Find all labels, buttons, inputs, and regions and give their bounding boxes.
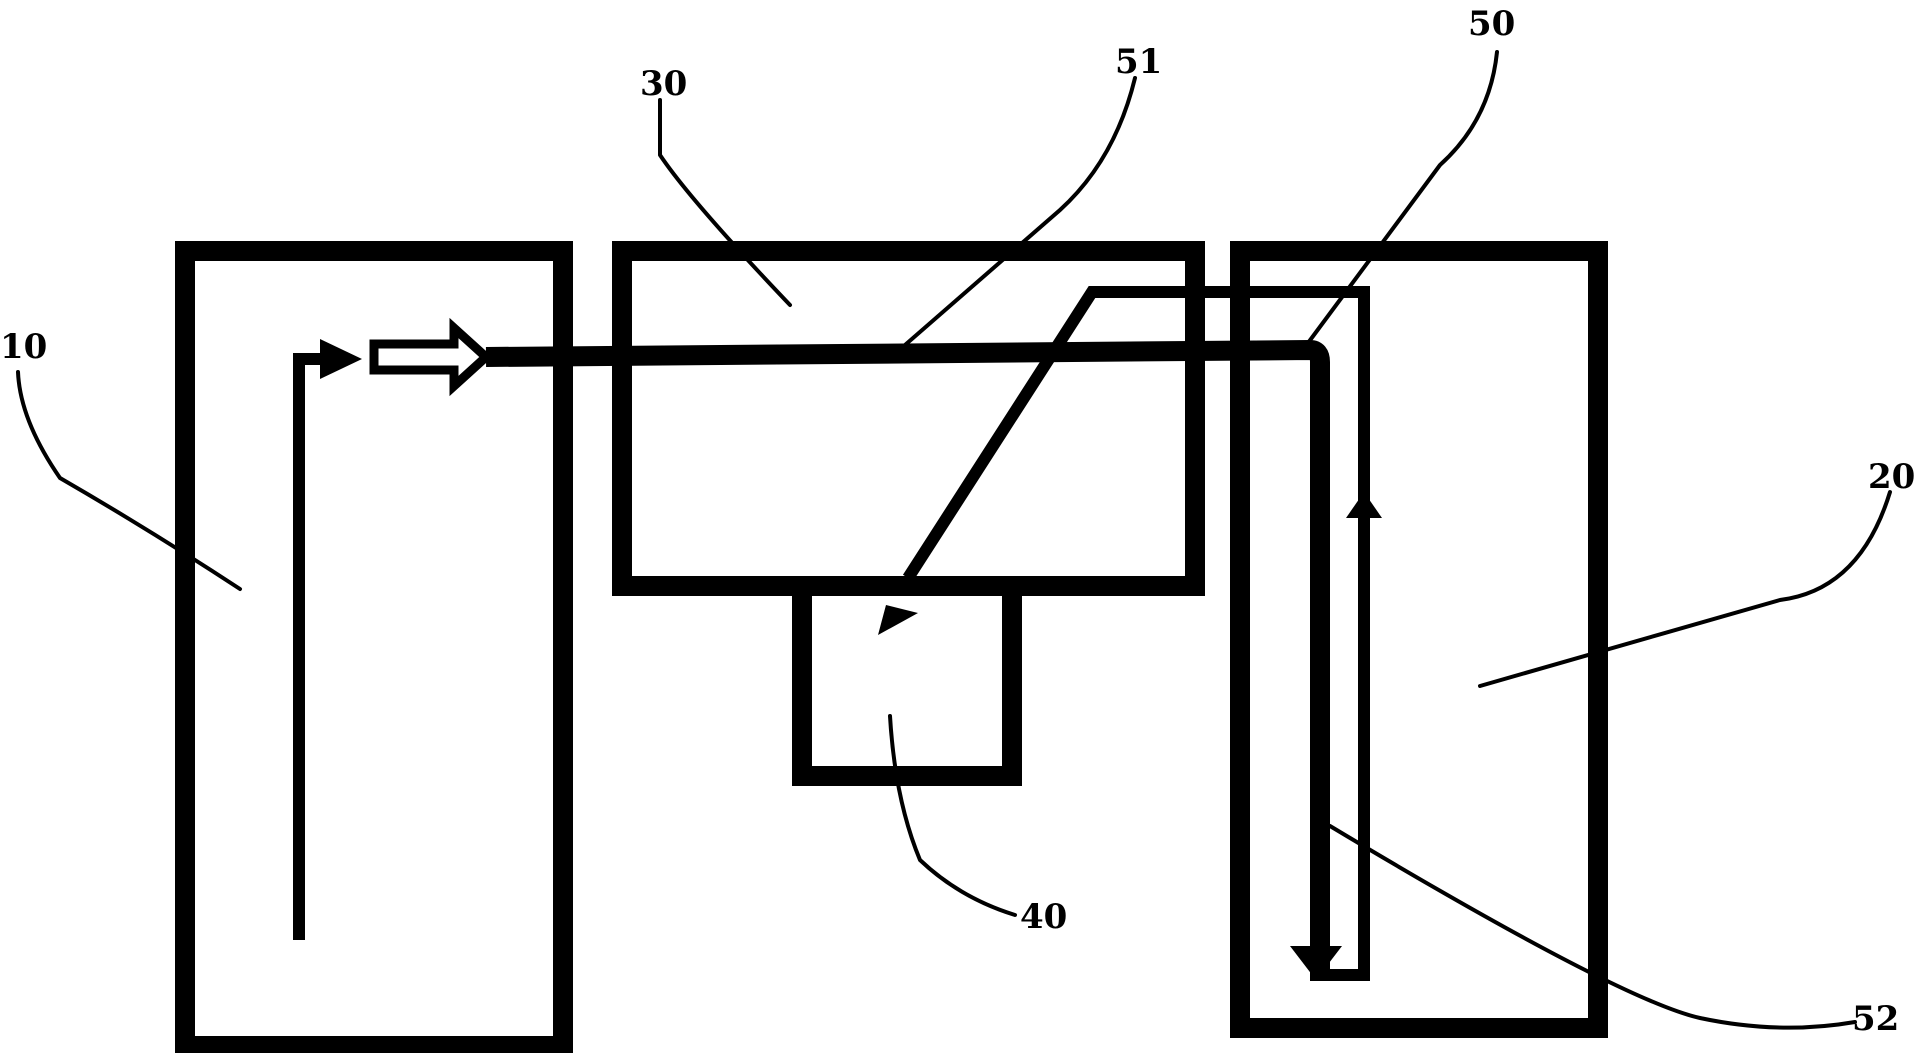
leader-51 [903,76,1137,347]
line-50-up-arrowhead [1346,492,1382,518]
container-40-box [792,576,1022,786]
label-10: 10 [0,327,47,367]
leader-10 [16,370,242,591]
container-20-box [1230,241,1608,1038]
line-50-diagonal-arrowhead [878,605,918,635]
label-40: 40 [1020,897,1067,937]
label-50: 50 [1468,4,1515,44]
label-51: 51 [1115,42,1162,82]
leader-52 [1328,824,1857,1030]
flow-arrowhead-10 [320,339,362,379]
label-20: 20 [1868,457,1915,497]
line-52-down-arrowhead [1290,946,1342,980]
hollow-transfer-arrow [369,317,493,397]
container-10-box [175,241,573,1053]
line-50-return-pipe [902,286,1370,981]
leader-20 [1478,490,1892,688]
container-30-box [612,241,1205,596]
line-51-pipe [485,340,1330,970]
leader-50 [1303,50,1499,349]
leader-40 [888,714,1017,917]
flow-line-10 [293,353,320,940]
label-30: 30 [640,64,687,104]
leader-30 [658,98,792,307]
label-52: 52 [1852,999,1899,1039]
